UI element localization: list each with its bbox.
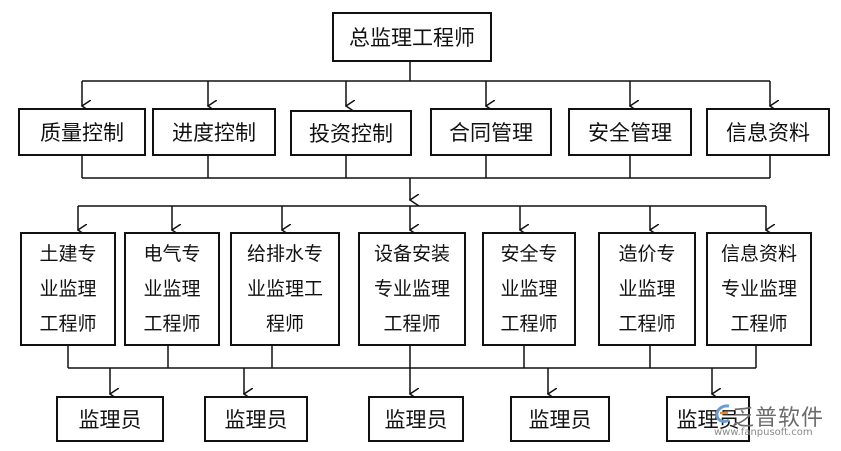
engineer-node-cost: 造价专 业监理 工程师 — [598, 232, 696, 346]
supervisor-node-5: 监理员 — [666, 396, 750, 442]
engineer-label: 安全专 业监理 工程师 — [500, 242, 558, 335]
dept-node-safety: 安全管理 — [568, 108, 692, 156]
watermark-url: www.fanpusoft.com — [714, 427, 813, 438]
root-label: 总监理工程师 — [349, 26, 475, 50]
dept-label: 投资控制 — [309, 122, 393, 146]
engineer-label: 电气专 业监理 工程师 — [143, 242, 201, 335]
supervisor-label: 监理员 — [78, 408, 142, 432]
brand-logo-icon — [715, 404, 730, 423]
supervisor-node-2: 监理员 — [204, 396, 308, 442]
engineer-node-civil: 土建专 业监理 工程师 — [20, 232, 116, 346]
engineer-node-information: 信息资料 专业监理 工程师 — [706, 232, 812, 346]
engineer-node-safety: 安全专 业监理 工程师 — [482, 232, 576, 346]
supervisor-label: 监理员 — [528, 408, 592, 432]
watermark-brand: 乏普软件 — [732, 406, 825, 431]
engineer-node-plumbing: 给排水专 业监理工 程师 — [230, 232, 340, 346]
dept-node-quality: 质量控制 — [18, 108, 146, 156]
engineer-node-equipment: 设备安装 专业监理 工程师 — [358, 232, 466, 346]
supervisor-node-4: 监理员 — [510, 396, 610, 442]
supervisor-label: 监理员 — [384, 408, 448, 432]
dept-label: 合同管理 — [449, 121, 533, 145]
dept-label: 安全管理 — [588, 121, 672, 145]
dept-label: 进度控制 — [172, 121, 256, 145]
dept-node-information: 信息资料 — [706, 108, 830, 156]
root-node: 总监理工程师 — [332, 12, 492, 62]
engineer-label: 设备安装 专业监理 工程师 — [373, 242, 450, 335]
engineer-node-electrical: 电气专 业监理 工程师 — [124, 232, 220, 346]
dept-node-schedule: 进度控制 — [152, 108, 276, 156]
supervisor-node-3: 监理员 — [368, 396, 464, 442]
engineer-label: 土建专 业监理 工程师 — [39, 242, 97, 335]
supervisor-node-1: 监理员 — [56, 396, 164, 442]
dept-node-investment: 投资控制 — [290, 110, 412, 156]
dept-label: 质量控制 — [40, 121, 124, 145]
engineer-label: 信息资料 专业监理 工程师 — [720, 242, 797, 335]
engineer-label: 给排水专 业监理工 程师 — [246, 242, 323, 335]
dept-label: 信息资料 — [726, 121, 810, 145]
dept-node-contract: 合同管理 — [430, 108, 552, 156]
supervisor-label: 监理员 — [224, 408, 288, 432]
engineer-label: 造价专 业监理 工程师 — [618, 242, 676, 335]
watermark: 乏普软件 www.fanpusoft.com — [714, 400, 836, 440]
